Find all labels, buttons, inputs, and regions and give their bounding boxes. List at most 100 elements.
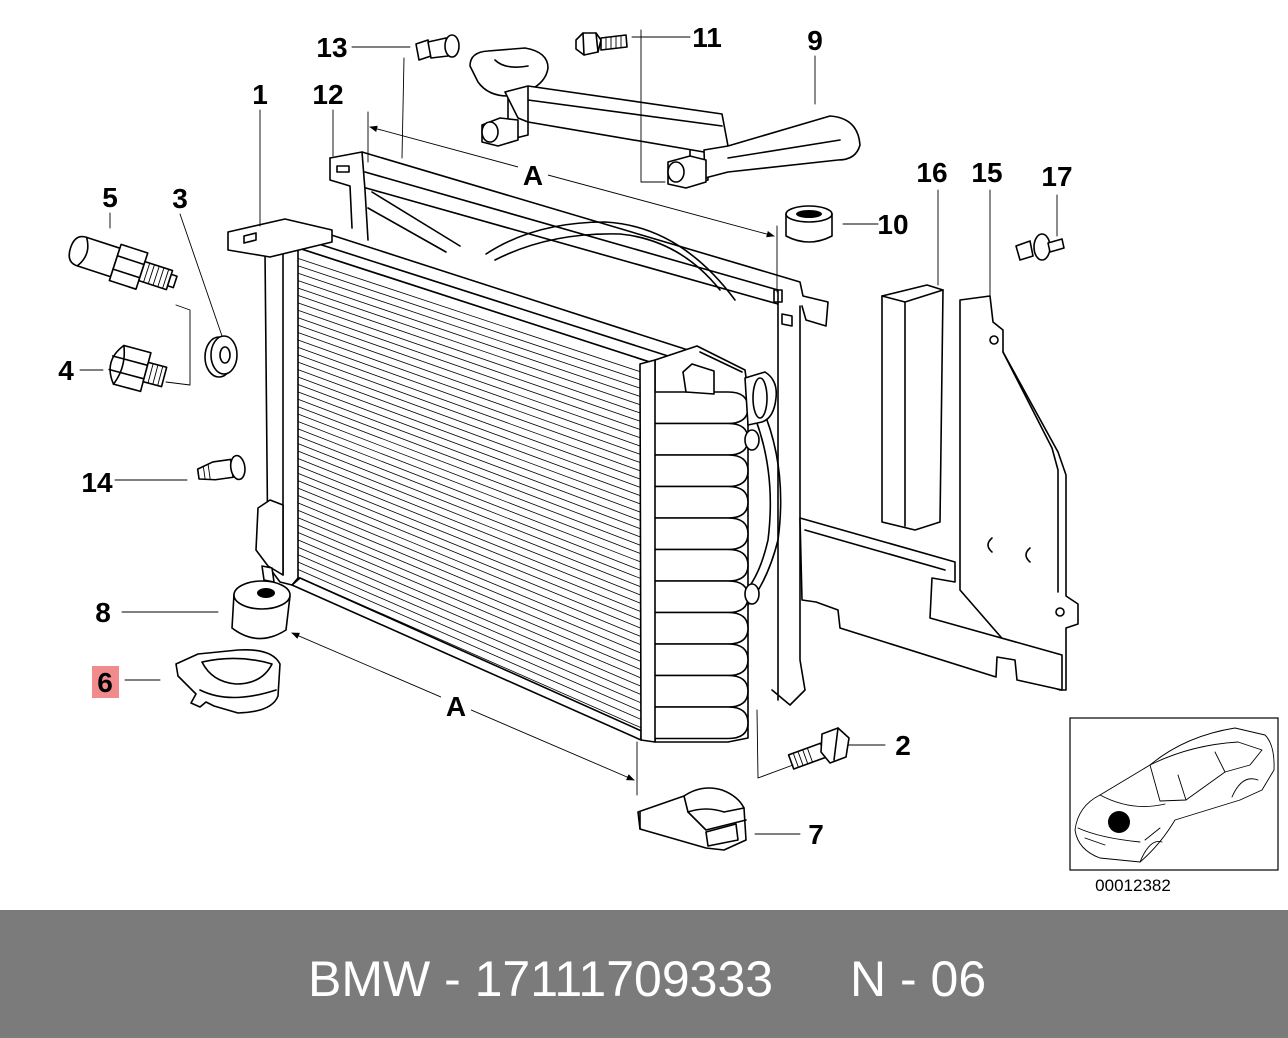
bracket-bush-left-face bbox=[481, 121, 499, 143]
radiator-fin-line bbox=[287, 343, 647, 474]
callout-13: 13 bbox=[316, 32, 347, 63]
radiator bbox=[227, 218, 778, 743]
radiator-fin-line bbox=[288, 373, 646, 507]
rivet-head bbox=[1033, 233, 1051, 261]
holder-7-slot bbox=[705, 823, 739, 847]
seal-strip-fold bbox=[881, 289, 944, 527]
callout-2: 2 bbox=[895, 730, 911, 761]
shroud-left-bracket bbox=[329, 157, 353, 229]
inset-car-front bbox=[1077, 827, 1161, 846]
seal-strip-part-16 bbox=[881, 284, 944, 531]
callout-11: 11 bbox=[692, 22, 722, 53]
switch-thread-lines bbox=[143, 262, 170, 289]
footer-position-ref: N - 06 bbox=[850, 951, 987, 1007]
inset-location-dot bbox=[1108, 811, 1130, 833]
vehicle-location-inset: 00012382 bbox=[1069, 717, 1279, 895]
rubber-bush-hole bbox=[796, 210, 822, 218]
radiator-fin-line bbox=[290, 462, 644, 605]
bolt-2-threads bbox=[792, 747, 813, 768]
radiator-parts-diagram: A A 13 11 9 1 12 5 3 16 15 17 10 4 14 8 … bbox=[58, 22, 1279, 895]
lower-air-guide-outline bbox=[799, 517, 1063, 691]
sealing-ring-part-3 bbox=[204, 335, 238, 378]
callout-16: 16 bbox=[916, 157, 947, 188]
bolt-2-shank-group bbox=[787, 742, 827, 770]
expanding-rivet-part-14 bbox=[196, 454, 246, 481]
radiator-tank-rib bbox=[655, 674, 749, 708]
callout-9: 9 bbox=[807, 25, 823, 56]
bracket-bush-right-face bbox=[667, 161, 685, 183]
radiator-fin-line bbox=[287, 335, 647, 466]
radiator-core bbox=[282, 242, 651, 741]
inset-car-pillars bbox=[1177, 751, 1226, 801]
bolt-hex-flats bbox=[582, 32, 599, 56]
dimension-a-top-ticks bbox=[367, 111, 778, 293]
rivet-shank bbox=[1015, 240, 1034, 261]
callout-8: 8 bbox=[95, 597, 111, 628]
shroud-tab bbox=[773, 289, 783, 303]
radiator-fin-line bbox=[287, 306, 647, 433]
callout-10: 10 bbox=[877, 209, 908, 240]
radiator-tank-frame bbox=[639, 359, 656, 743]
radiator-fin-line bbox=[290, 469, 644, 614]
lower-air-guide bbox=[799, 517, 1063, 691]
leader-bracket-3-4-5 bbox=[165, 304, 191, 386]
radiator-fin-line bbox=[291, 499, 643, 646]
radiator-fin-line bbox=[288, 365, 646, 498]
callout-15: 15 bbox=[971, 157, 1002, 188]
fan-rim-right-inner bbox=[744, 394, 772, 593]
plug-hex-flats bbox=[108, 344, 149, 385]
leader-13 bbox=[351, 46, 411, 159]
radiator-tank-rib bbox=[655, 391, 749, 425]
holder-part-6 bbox=[175, 648, 281, 714]
shroud-left-post bbox=[361, 151, 369, 241]
radiator-fin-line bbox=[290, 447, 644, 589]
radiator-fin-line bbox=[288, 350, 646, 482]
bolt-threads bbox=[605, 35, 622, 50]
footer-part-number: BMW - 17111709333 bbox=[308, 951, 774, 1007]
callout-7: 7 bbox=[808, 819, 824, 850]
rivet-pin bbox=[1047, 238, 1065, 253]
fan-rim-top-inner bbox=[494, 233, 721, 291]
radiator-fitting-2 bbox=[744, 583, 760, 605]
radiator-fin-line bbox=[289, 432, 645, 572]
radiator-top-bracket bbox=[227, 218, 333, 258]
plug-thread-lines bbox=[147, 363, 164, 387]
bolt-part-2 bbox=[787, 727, 850, 770]
radiator-tank-rib bbox=[655, 611, 749, 645]
radiator-top-rail-line bbox=[299, 237, 669, 357]
radiator-fin-line bbox=[288, 388, 646, 523]
push-clip-head bbox=[444, 34, 460, 58]
radiator-fin-line bbox=[289, 402, 645, 540]
dimension-a-top-line bbox=[369, 125, 775, 238]
dimension-a-bottom-label: A bbox=[446, 691, 466, 722]
rivet-14-shank bbox=[196, 458, 234, 481]
footer-bar: BMW - 17111709333 N - 06 bbox=[0, 910, 1288, 1038]
radiator-left-lower-tank bbox=[255, 499, 284, 576]
callout-14: 14 bbox=[81, 467, 113, 498]
radiator-fin-line bbox=[289, 410, 645, 548]
side-panel-hook bbox=[987, 537, 993, 553]
inset-car-wheels bbox=[1139, 778, 1259, 863]
rubber-mount-part-8 bbox=[231, 580, 291, 640]
radiator-fin-line bbox=[286, 254, 648, 375]
radiator-fin-line bbox=[291, 507, 643, 655]
plug-hex bbox=[109, 344, 152, 393]
callout-6-highlight bbox=[92, 666, 119, 698]
holder-7-edges bbox=[639, 811, 747, 831]
bolt-hex-head bbox=[575, 32, 602, 56]
dimension-a-top-label-bg bbox=[518, 160, 548, 190]
bolt-2-head-flat bbox=[833, 727, 839, 761]
radiator-tank-top-line bbox=[699, 351, 743, 373]
rivet-14-head bbox=[229, 454, 246, 481]
radiator-tank-ribs bbox=[655, 391, 749, 740]
screw-plug-part-4 bbox=[108, 344, 168, 393]
radiator-tank-rib bbox=[655, 580, 749, 614]
side-panel-hole-2 bbox=[1055, 607, 1065, 617]
radiator-fin-line bbox=[286, 276, 648, 400]
dimension-a-bottom: A bbox=[291, 632, 638, 796]
shroud-right-side bbox=[771, 289, 806, 706]
radiator-fin-line bbox=[288, 358, 646, 490]
callout-labels: 13 11 9 1 12 5 3 16 15 17 10 4 14 8 6 2 … bbox=[58, 22, 1072, 850]
radiator-tank-rib bbox=[655, 548, 749, 582]
